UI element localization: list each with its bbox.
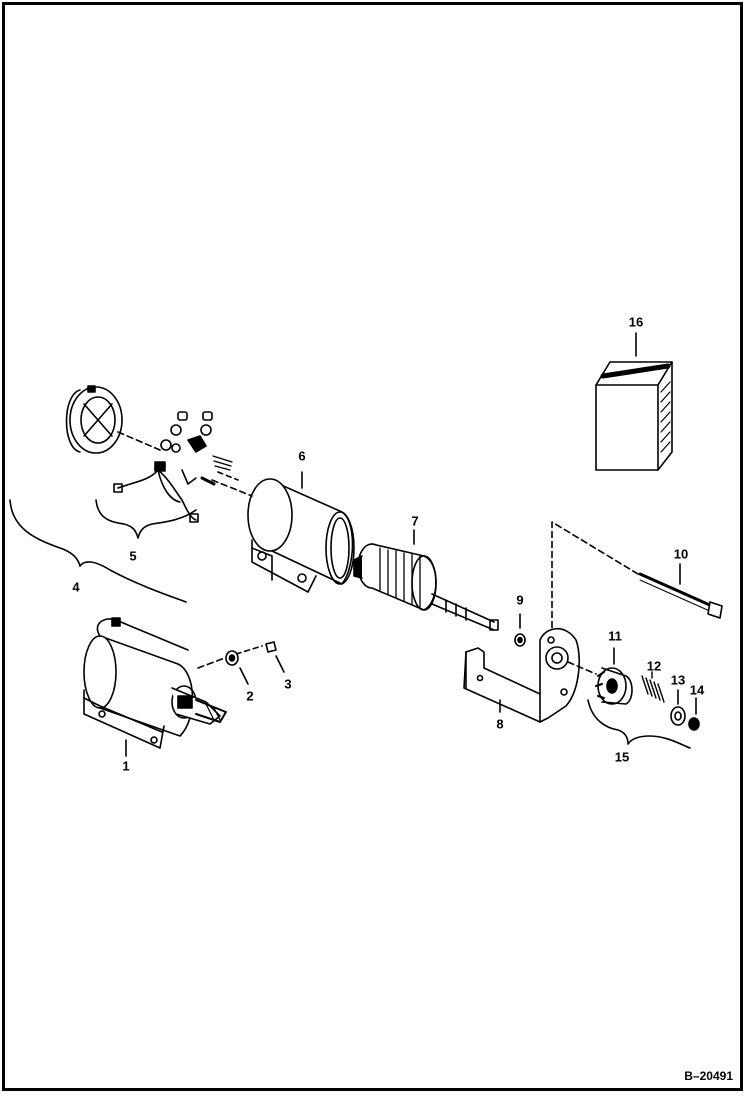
part-label-5: 5 <box>129 548 137 564</box>
part-14-nut <box>688 697 700 731</box>
part-5-brush-assembly <box>113 411 233 523</box>
part-4-brace <box>9 499 187 603</box>
part-8-drive-end-bracket <box>463 627 580 723</box>
part-label-12: 12 <box>646 658 662 674</box>
part-label-16: 16 <box>628 314 644 330</box>
part-2-washer <box>225 650 249 685</box>
part-label-7: 7 <box>411 513 419 529</box>
part-13-collar <box>670 689 686 726</box>
part-12-spring <box>641 671 665 703</box>
part-6-field-frame <box>247 471 355 593</box>
part-5-brace <box>95 499 197 539</box>
part-label-2: 2 <box>246 688 254 704</box>
part-label-9: 9 <box>516 592 524 608</box>
part-3-nut <box>265 641 285 673</box>
part-label-3: 3 <box>284 676 292 692</box>
part-label-10: 10 <box>673 546 689 562</box>
part-label-6: 6 <box>298 448 306 464</box>
part-7-armature <box>353 529 499 631</box>
part-16-battery <box>595 332 673 471</box>
part-4-end-cap <box>65 385 123 454</box>
figure-reference-number: B–20491 <box>684 1069 733 1083</box>
part-10-through-bolt <box>638 563 723 619</box>
part-label-1: 1 <box>122 758 130 774</box>
part-11-drive-pinion <box>595 647 633 705</box>
part-label-13: 13 <box>670 672 686 688</box>
part-label-14: 14 <box>689 682 705 698</box>
part-label-4: 4 <box>72 579 80 595</box>
part-label-8: 8 <box>496 716 504 732</box>
part-1-starter-assembly <box>83 617 227 757</box>
part-label-15: 15 <box>614 749 630 765</box>
part-label-11: 11 <box>608 628 622 644</box>
part-9-washer <box>514 613 526 647</box>
part-15-brace <box>587 699 691 749</box>
